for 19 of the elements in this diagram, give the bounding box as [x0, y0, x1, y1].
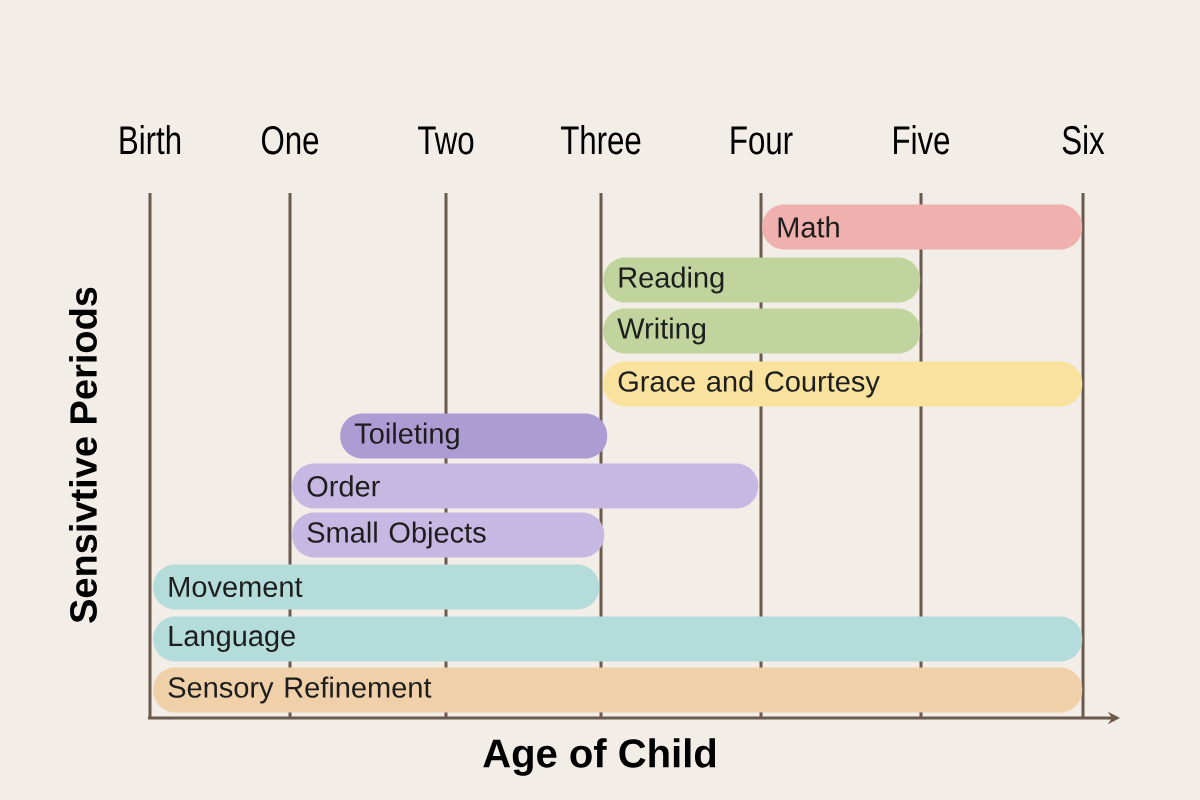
axis-label: Four	[731, 126, 793, 155]
period-bar: Writing	[603, 308, 921, 354]
period-bar: Reading	[603, 257, 921, 303]
axis-label: Six	[1062, 125, 1105, 155]
period-bar: Movement	[153, 564, 600, 610]
period-bar: Order	[292, 463, 759, 509]
axis-title: Sensivtive Periods	[69, 287, 97, 623]
period-bar: Toileting	[340, 413, 608, 459]
axis-label: Two	[418, 126, 474, 155]
period-bar: Grace and Courtesy	[603, 361, 1083, 407]
axis-label: Three	[560, 125, 641, 155]
period-bar: Math	[762, 204, 1083, 250]
axis-title: Age of Child	[483, 738, 716, 776]
axis-label: Birth	[120, 125, 181, 155]
axis-label: Five	[894, 125, 950, 155]
period-bar: Sensory Refinement	[153, 667, 1083, 713]
axis-label: One	[262, 126, 319, 155]
period-bar: Small Objects	[292, 512, 605, 558]
period-bar: Language	[153, 616, 1083, 662]
